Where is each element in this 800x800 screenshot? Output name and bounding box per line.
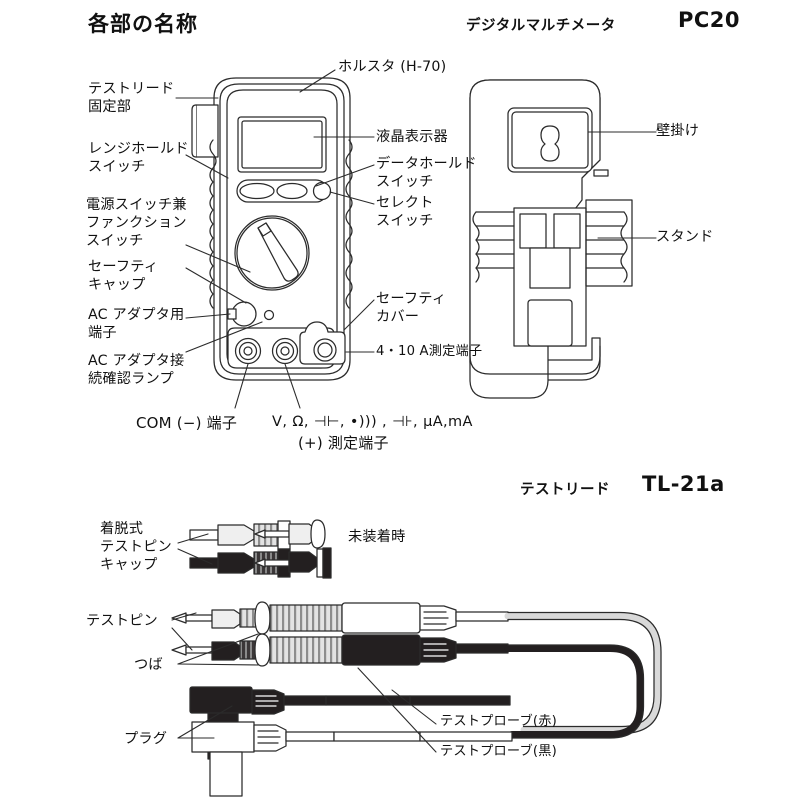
lead-product-model: TL-21a [642,472,725,496]
label-plug: プラグ [124,731,168,747]
label-safety-cover: セーフティ カバー [376,291,447,326]
label-wall-mount: 壁掛け [656,123,700,139]
leader-lines-meter [175,69,657,409]
label-not-attached: 未装着時 [348,529,406,545]
label-flange: つば [134,657,163,673]
label-probe-black: テストプローブ(黒) [440,744,557,759]
lead-product-label: テストリード [520,482,610,498]
label-ac-adapter-terminal: AC アダプタ用 端子 [88,307,185,342]
label-select-switch: セレクト スイッチ [376,195,434,230]
leader-lines-lead [171,533,437,753]
label-test-pin: テストピン [86,613,158,629]
label-stand: スタンド [656,229,714,245]
label-range-hold-switch: レンジホールド スイッチ [88,141,189,176]
product-label: デジタルマルチメータ [466,18,616,34]
label-lcd-display: 液晶表示器 [376,129,448,145]
label-holster: ホルスタ (H-70) [338,59,447,75]
test-lead-illustration [171,519,662,797]
page-title: 各部の名称 [88,12,198,36]
label-positive-terminal-symbols: V, Ω, ⊣⊢, •))) , ⊣⊦, μA,mA [272,414,473,430]
label-test-lead-holder: テストリード 固定部 [88,81,175,116]
label-com-terminal: COM (−) 端子 [136,414,238,432]
meter-rear-illustration [469,79,633,399]
label-detachable-cap: 着脱式 テストピン キャップ [100,521,172,574]
label-positive-terminal: (+) 測定端子 [298,434,389,452]
label-current-terminal: 4・10 A測定端子 [376,344,483,359]
meter-front-illustration [191,77,353,381]
label-power-function-switch: 電源スイッチ兼 ファンクション スイッチ [86,197,187,250]
label-safety-cap: セーフティ キャップ [88,259,159,294]
label-data-hold-switch: データホールド スイッチ [376,156,477,191]
label-ac-adapter-lamp: AC アダプタ接 続確認ランプ [88,353,185,388]
label-probe-red: テストプローブ(赤) [440,714,557,729]
product-model: PC20 [678,8,741,32]
